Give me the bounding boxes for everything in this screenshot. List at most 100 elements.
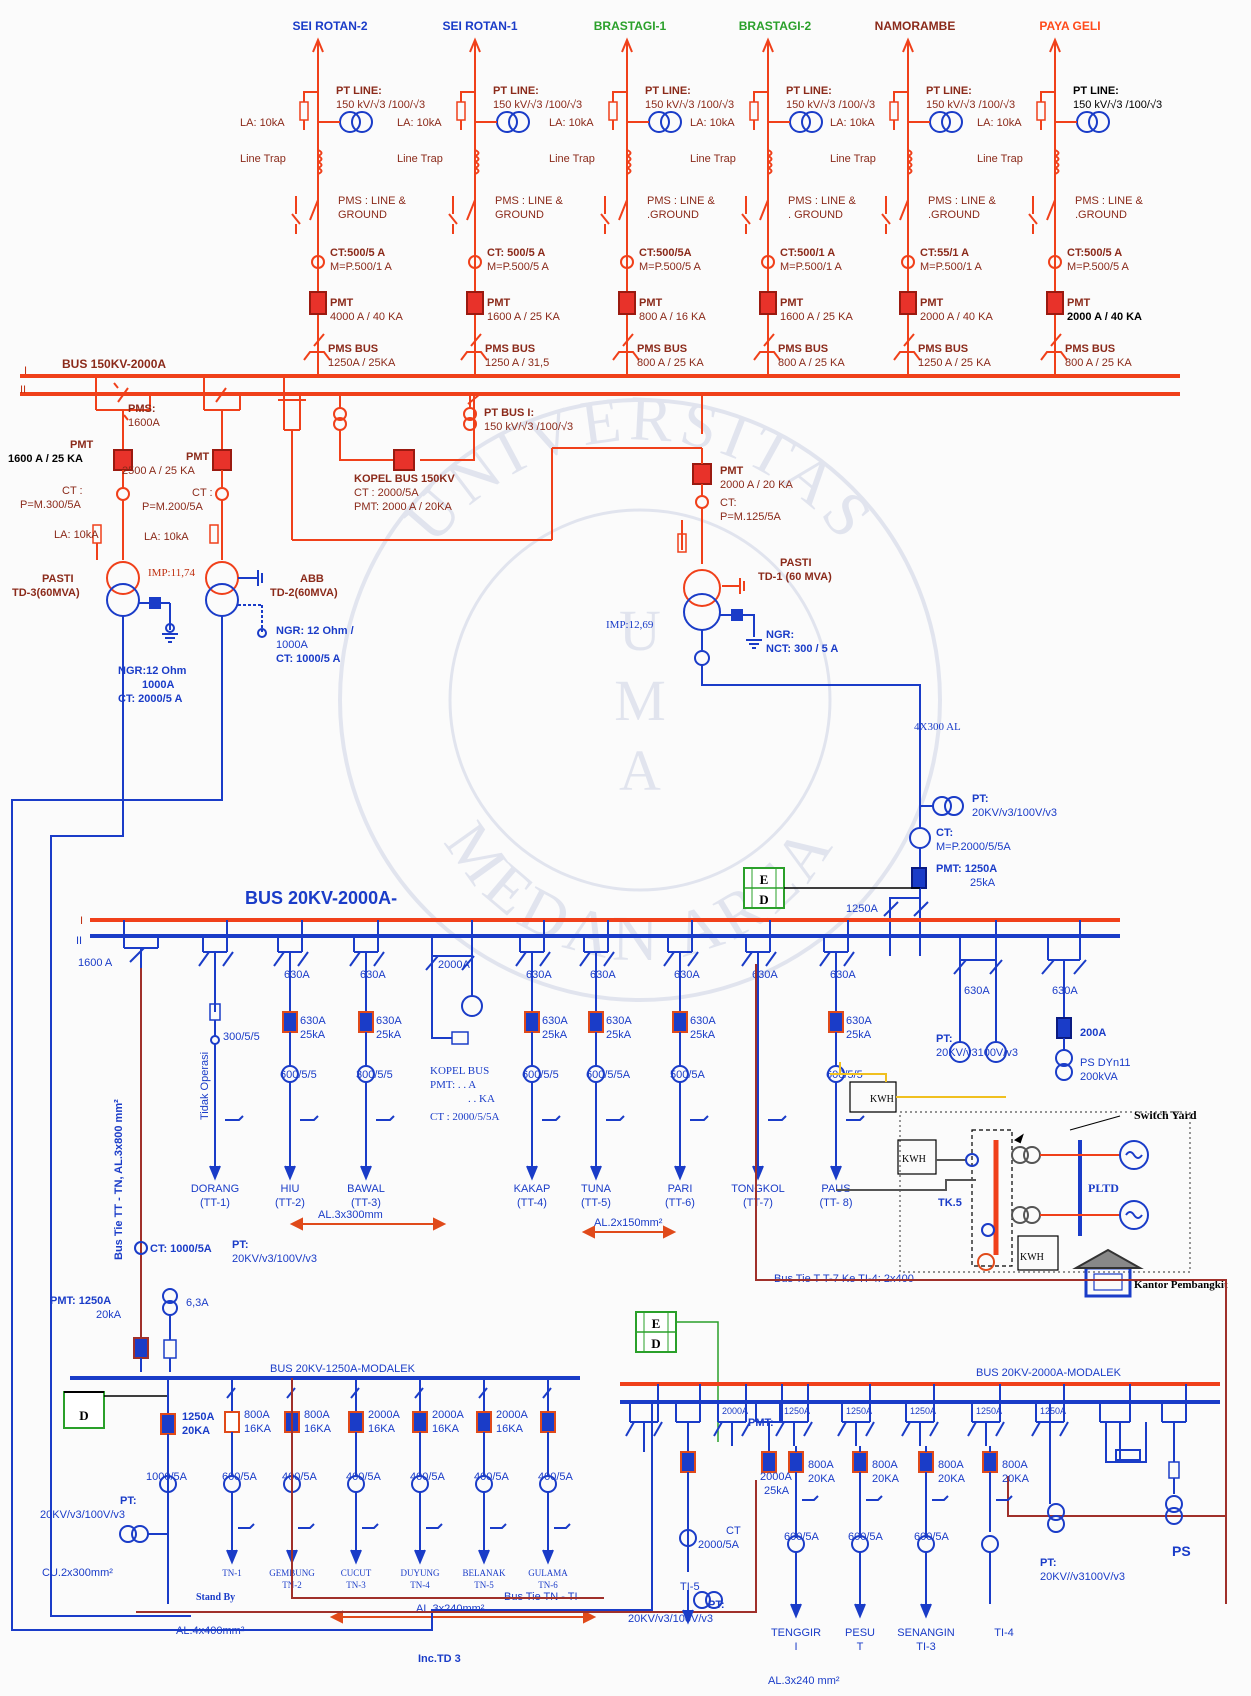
pms-bus-label: PMS BUS	[1065, 343, 1115, 355]
cable-al400: AL.4x400mm²	[176, 1625, 245, 1637]
feeder-ct-ratio: 500/5A	[670, 1069, 706, 1081]
kopel20-iso: 2000A	[438, 959, 470, 971]
pms-line-label: PMS : LINE &	[788, 195, 857, 207]
td1-ct-ratio: P=M.125/5A	[720, 511, 782, 523]
tn-ct-ratio: 400/5A	[474, 1471, 510, 1483]
feeder-iso-rating: 630A	[360, 969, 386, 981]
tie-pt-ratio: 20KV/v3/100V/v3	[232, 1253, 317, 1265]
td3-branch	[92, 376, 151, 560]
line-bay-4	[741, 37, 823, 376]
tn-feeder-bay-4	[411, 1378, 443, 1565]
line-trap-label: Line Trap	[690, 153, 736, 165]
kopel-pmt: PMT: 2000 A / 20KA	[354, 501, 453, 513]
bus2000m-ct-in: 2000/5A	[698, 1539, 740, 1551]
td2-ngr: NGR: 12 Ohm /	[276, 625, 354, 637]
bus2000m-ct-label: CT	[726, 1525, 741, 1537]
feeder-ct-ratio: 600/5/5	[522, 1069, 559, 1081]
ti-feeder-name: TENGGIR	[771, 1627, 821, 1639]
watermark-u: U	[619, 598, 661, 663]
ti-pmt-rating: 800A	[938, 1459, 964, 1471]
ct-ratio: CT: 500/5 A	[487, 247, 545, 259]
tn-feeder-name: TN-1	[222, 1568, 242, 1578]
td2-la: LA: 10kA	[144, 531, 189, 543]
td2-transformer-symbol	[205, 561, 267, 638]
tn-ct-ratio: 400/5A	[282, 1471, 318, 1483]
modalek-iso-rating: 2000A	[722, 1406, 748, 1416]
bus-20kv-bar-2: II	[76, 935, 82, 947]
pms-ground-label: .GROUND	[1075, 209, 1127, 221]
feeder-iso-rating: 630A	[752, 969, 778, 981]
line-bay-name: BRASTAGI-1	[594, 19, 667, 33]
feeder-pmt-ka: 25kA	[300, 1029, 326, 1041]
bus2000m-pt-right-ratio: 20KV//v3100V/v3	[1040, 1571, 1125, 1583]
ti-ct-ratio: 600/5A	[914, 1531, 950, 1543]
pms-line-label: PMS : LINE &	[928, 195, 997, 207]
bus1250-title: BUS 20KV-1250A-MODALEK	[270, 1363, 416, 1375]
pt-line-title: PT LINE:	[926, 85, 972, 97]
modalek-left-bays	[625, 1384, 1187, 1625]
switch-yard-tk: TK.5	[938, 1197, 962, 1209]
la-rating: LA: 10kA	[830, 117, 875, 129]
ti-feeder-name: PESU	[845, 1627, 875, 1639]
pmt-rating: 800 A / 16 KA	[639, 311, 706, 323]
bus-20kv-2000a-modalek: E D BUS 20KV-2000A-MODALEK	[136, 964, 1227, 1613]
tn-ct-ratio: 400/5A	[538, 1471, 574, 1483]
switch-yard-pltd: PLTD	[1088, 1181, 1119, 1195]
pmt-label: PMT	[639, 297, 663, 309]
pms-bus-rating: 800 A / 25 KA	[1065, 357, 1132, 369]
td3-pms: PMS:	[128, 403, 156, 415]
pms-bus-label: PMS BUS	[637, 343, 687, 355]
feeder-ct-ratio: 300/5/5	[223, 1031, 260, 1043]
pmt-label: PMT	[487, 297, 511, 309]
td2-ngr-rating: 1000A	[276, 639, 308, 651]
bus1250-d: D	[79, 1408, 88, 1423]
feeder-pmt-rating: 630A	[376, 1015, 402, 1027]
bus2000m-ps: PS	[1172, 1543, 1191, 1559]
td3-pms-rating: 1600A	[128, 417, 160, 429]
pmt-rating: 2000 A / 40 KA	[1067, 311, 1142, 323]
td1-pt-ratio: 20KV/v3/100V/v3	[972, 807, 1057, 819]
td2-pmt-rating: 2500 A / 25 KA	[122, 465, 195, 477]
feeder-iso-rating: 630A	[830, 969, 856, 981]
switch-yard-title: Switch Yard	[1134, 1108, 1197, 1122]
pt-line-ratio: 150 kV/√3 /100/√3	[493, 99, 582, 111]
feeder-pmt-ka: 25kA	[846, 1029, 872, 1041]
tn-feeder-name: GULAMA	[528, 1568, 568, 1578]
bus2000m-pt: PT:	[708, 1599, 725, 1611]
feeder-iso-rating: 630A	[284, 969, 310, 981]
pt-line-title: PT LINE:	[336, 85, 382, 97]
ed-box-e: E	[760, 872, 769, 887]
tn-feeder-code: TN-6	[538, 1580, 558, 1590]
kopel20-ct: CT : 2000/5/5A	[430, 1111, 500, 1123]
tt-feeder-bay-7	[741, 920, 787, 1181]
tn-ct-ratio: 400/5A	[346, 1471, 382, 1483]
bus-20kv-incomer-tt: 1600 A	[78, 957, 113, 969]
td1-name: TD-1 (60 MVA)	[758, 571, 832, 583]
td1-cable: 4X300 AL	[914, 721, 961, 733]
td3-imp: IMP:11,74	[148, 567, 195, 579]
tt-feeder-bay-6	[663, 920, 709, 1181]
modalek-isolator-3	[837, 1384, 875, 1446]
bus2000m-pmt-r2: 25kA	[764, 1485, 790, 1497]
modalek-isolator-2	[775, 1384, 813, 1446]
ct-ratio: CT:500/5 A	[330, 247, 385, 259]
td3-maker: PASTI	[42, 573, 74, 585]
ct-ratio: CT:55/1 A	[920, 247, 969, 259]
line-bay-name: SEI ROTAN-2	[292, 19, 367, 33]
line-trap-label: Line Trap	[549, 153, 595, 165]
feeder-code: (TT- 8)	[820, 1197, 853, 1209]
feeder-pmt-rating: 630A	[542, 1015, 568, 1027]
pms-bus-label: PMS BUS	[778, 343, 828, 355]
feeder-pmt-rating: 630A	[846, 1015, 872, 1027]
td3-pmt: PMT	[70, 439, 94, 451]
td1-maker: PASTI	[780, 557, 812, 569]
bus2000m-pmt-r1: 2000A	[760, 1471, 792, 1483]
feeder-iso-rating: 630A	[526, 969, 552, 981]
td1-ngr: NGR:	[766, 629, 794, 641]
modalek-iso-rating: 1250A	[910, 1406, 936, 1416]
tn-pmt-rating: 800A	[304, 1409, 330, 1421]
stand-by: Stand By	[196, 1592, 235, 1603]
pmt-rating: 1600 A / 25 KA	[487, 311, 560, 323]
feeder-code: (TT-4)	[517, 1197, 547, 1209]
ti-pmt-ka: 20KA	[938, 1473, 966, 1485]
